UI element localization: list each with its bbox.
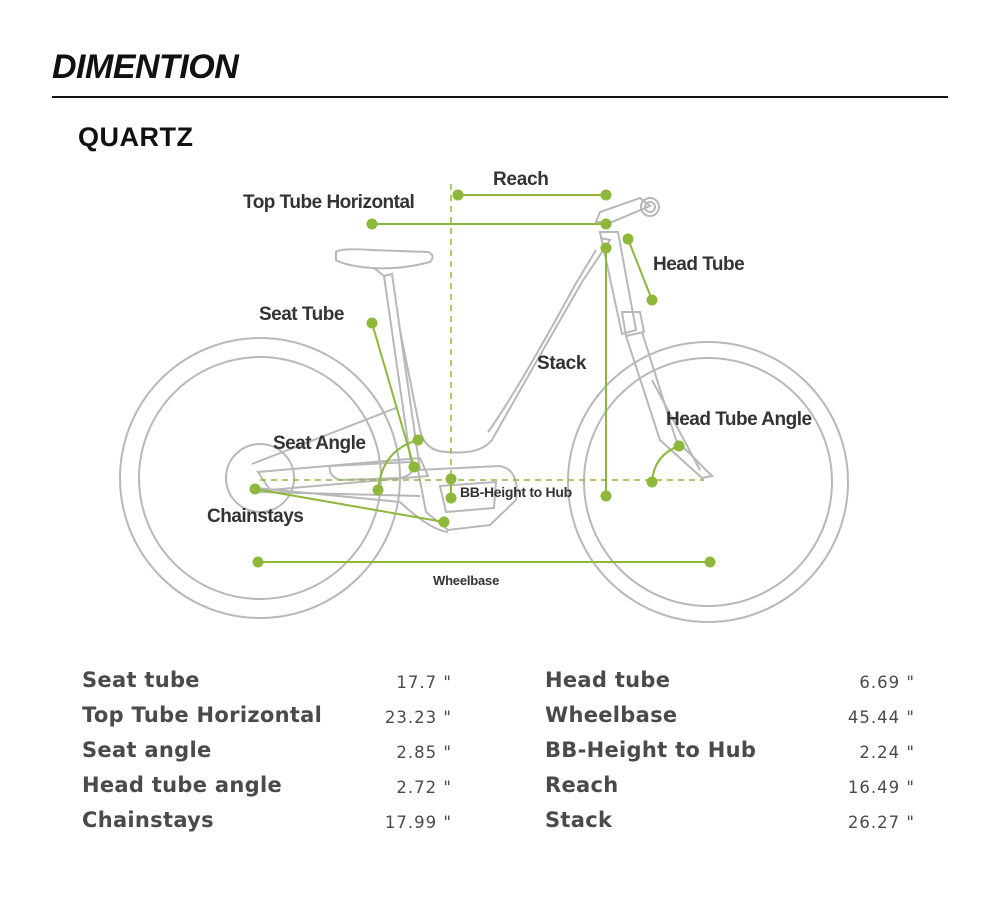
- spec-value: 16.49 ": [847, 778, 915, 797]
- spec-row: Reach 16.49 ": [545, 769, 915, 804]
- head-tube-line: [627, 238, 653, 301]
- head-angle-arc: [651, 445, 680, 483]
- spec-name: Reach: [545, 773, 619, 797]
- spec-name: Seat tube: [82, 668, 200, 692]
- reach-label: Reach: [493, 169, 549, 190]
- spec-row: Chainstays 17.99 ": [82, 804, 452, 839]
- bike-geometry-diagram: Reach Top Tube Horizontal Head Tube Seat…: [119, 169, 849, 623]
- spec-value: 26.27 ": [847, 813, 915, 832]
- spec-row: Seat angle 2.85 ": [82, 734, 452, 769]
- spec-value: 2.24 ": [859, 743, 915, 762]
- spec-row: Stack 26.27 ": [545, 804, 915, 839]
- measurement-lines: [254, 194, 710, 563]
- model-name: QUARTZ: [78, 122, 194, 152]
- spec-table-right: Head tube 6.69 " Wheelbase 45.44 " BB-He…: [545, 664, 915, 839]
- spec-name: BB-Height to Hub: [545, 738, 757, 762]
- spec-name: Top Tube Horizontal: [82, 703, 323, 727]
- saddle: [335, 248, 434, 270]
- spec-value: 6.69 ": [859, 673, 915, 692]
- chainstays-label: Chainstays: [207, 506, 303, 527]
- chainstay-line: [254, 488, 445, 523]
- measurement-points: [249, 189, 716, 568]
- bike-outline: [119, 196, 849, 623]
- spec-value: 17.7 ": [396, 673, 452, 692]
- spec-value: 2.85 ": [396, 743, 452, 762]
- seat-tube-label: Seat Tube: [259, 304, 344, 325]
- spec-name: Head tube angle: [82, 773, 283, 797]
- spec-name: Seat angle: [82, 738, 212, 762]
- spec-name: Head tube: [545, 668, 671, 692]
- head-tube-label: Head Tube: [653, 254, 744, 275]
- rear-wheel: [119, 337, 401, 619]
- spec-value: 17.99 ": [384, 813, 452, 832]
- spec-row: BB-Height to Hub 2.24 ": [545, 734, 915, 769]
- spec-value: 2.72 ": [396, 778, 452, 797]
- spec-row: Wheelbase 45.44 ": [545, 699, 915, 734]
- spec-row: Head tube angle 2.72 ": [82, 769, 452, 804]
- spec-row: Head tube 6.69 ": [545, 664, 915, 699]
- reference-lines: [260, 184, 704, 481]
- spec-value: 45.44 ": [847, 708, 915, 727]
- spec-name: Wheelbase: [545, 703, 678, 727]
- head-tube-angle-label: Head Tube Angle: [666, 409, 812, 430]
- spec-row: Top Tube Horizontal 23.23 ": [82, 699, 452, 734]
- stack-label: Stack: [537, 353, 587, 374]
- heading-divider: [52, 96, 948, 98]
- spec-row: Seat tube 17.7 ": [82, 664, 452, 699]
- wheelbase-label: Wheelbase: [433, 573, 499, 588]
- spec-table-left: Seat tube 17.7 " Top Tube Horizontal 23.…: [82, 664, 452, 839]
- rear-disc: [225, 443, 295, 513]
- spec-name: Stack: [545, 808, 613, 832]
- spec-value: 23.23 ": [384, 708, 452, 727]
- spec-name: Chainstays: [82, 808, 214, 832]
- top-tube-horizontal-label: Top Tube Horizontal: [243, 192, 414, 213]
- seat-angle-arc: [377, 439, 419, 491]
- page-heading: DIMENTION: [52, 48, 239, 86]
- seat-angle-label: Seat Angle: [273, 433, 366, 454]
- bb-height-to-hub-label: BB-Height to Hub: [460, 484, 572, 500]
- front-wheel: [567, 341, 849, 623]
